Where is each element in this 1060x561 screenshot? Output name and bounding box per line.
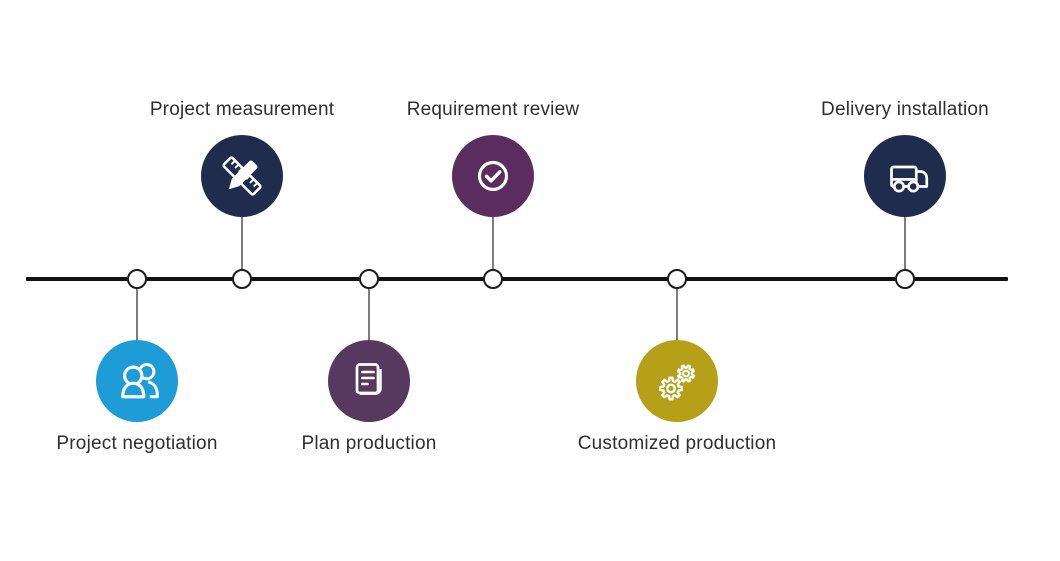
- ruler-pencil-icon: [222, 156, 262, 196]
- step-connector: [676, 279, 678, 381]
- step-label: Customized production: [577, 433, 777, 454]
- step-connector: [904, 176, 906, 279]
- step-label: Requirement review: [406, 99, 580, 120]
- step-connector: [492, 176, 494, 279]
- people-icon: [121, 363, 159, 399]
- step-icon-circle: [328, 340, 410, 422]
- gears-icon: [659, 364, 696, 401]
- step-icon-circle: [201, 135, 283, 217]
- step-label: Delivery installation: [821, 99, 989, 120]
- timeline-node: [127, 269, 147, 289]
- step-label: Project negotiation: [56, 433, 218, 454]
- step-icon-circle: [864, 135, 946, 217]
- step-connector: [241, 176, 243, 279]
- timeline-axis: [26, 277, 1008, 281]
- step-connector: [136, 279, 138, 381]
- step-icon-circle: [636, 340, 718, 422]
- step-connector: [368, 279, 370, 381]
- truck-icon: [890, 165, 929, 193]
- step-icon-circle: [452, 135, 534, 217]
- step-label: Project measurement: [149, 99, 335, 120]
- step-icon-circle: [96, 340, 178, 422]
- step-label: Plan production: [301, 433, 437, 454]
- document-icon: [355, 363, 382, 395]
- timeline-node: [232, 269, 252, 289]
- check-circle-icon: [477, 160, 509, 192]
- timeline-node: [895, 269, 915, 289]
- timeline-node: [667, 269, 687, 289]
- timeline-node: [483, 269, 503, 289]
- timeline-node: [359, 269, 379, 289]
